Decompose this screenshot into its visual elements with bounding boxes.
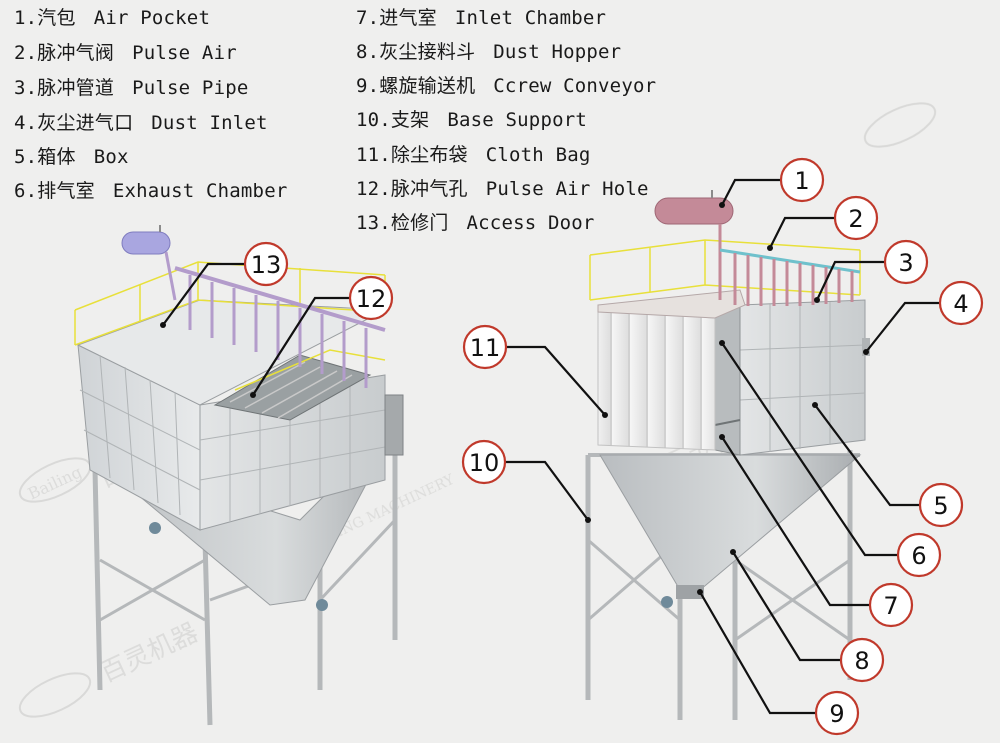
watermark-cn-2: 百灵机器 [96, 618, 203, 689]
leader-2 [769, 216, 834, 249]
leader-12 [252, 296, 350, 396]
leader-11 [507, 345, 606, 416]
leader-4 [865, 301, 940, 353]
leader-6 [721, 342, 898, 557]
callout-8: 8 [854, 647, 869, 675]
right-cloth-bags [597, 309, 716, 451]
callout-4: 4 [953, 290, 968, 318]
leader-3 [816, 260, 885, 301]
callout-1: 1 [794, 167, 809, 195]
callout-6: 6 [911, 542, 926, 570]
callout-11: 11 [470, 334, 501, 362]
leader-7 [721, 436, 870, 607]
left-air-pocket [121, 231, 171, 255]
callouts: 1 2 3 4 5 6 7 8 9 10 11 12 13 [160, 157, 984, 736]
left-pulse-pipes [164, 251, 386, 388]
callout-13: 13 [251, 251, 282, 279]
leader-13 [162, 262, 244, 326]
callout-2: 2 [848, 205, 863, 233]
callout-9: 9 [829, 700, 844, 728]
left-machine [74, 225, 404, 726]
callout-7: 7 [883, 592, 898, 620]
callout-3: 3 [898, 249, 913, 277]
right-dust-hopper [599, 454, 862, 591]
right-railing [589, 239, 861, 301]
leader-1 [721, 178, 782, 206]
leader-10 [506, 460, 589, 521]
leader-9 [699, 591, 815, 715]
callout-12: 12 [356, 285, 387, 313]
right-air-pocket [654, 197, 734, 225]
callout-5: 5 [933, 492, 948, 520]
callout-10: 10 [469, 449, 500, 477]
right-pulse-pipes [718, 224, 861, 306]
leader-8 [732, 551, 840, 662]
right-box [739, 299, 866, 456]
leader-5 [814, 404, 920, 507]
